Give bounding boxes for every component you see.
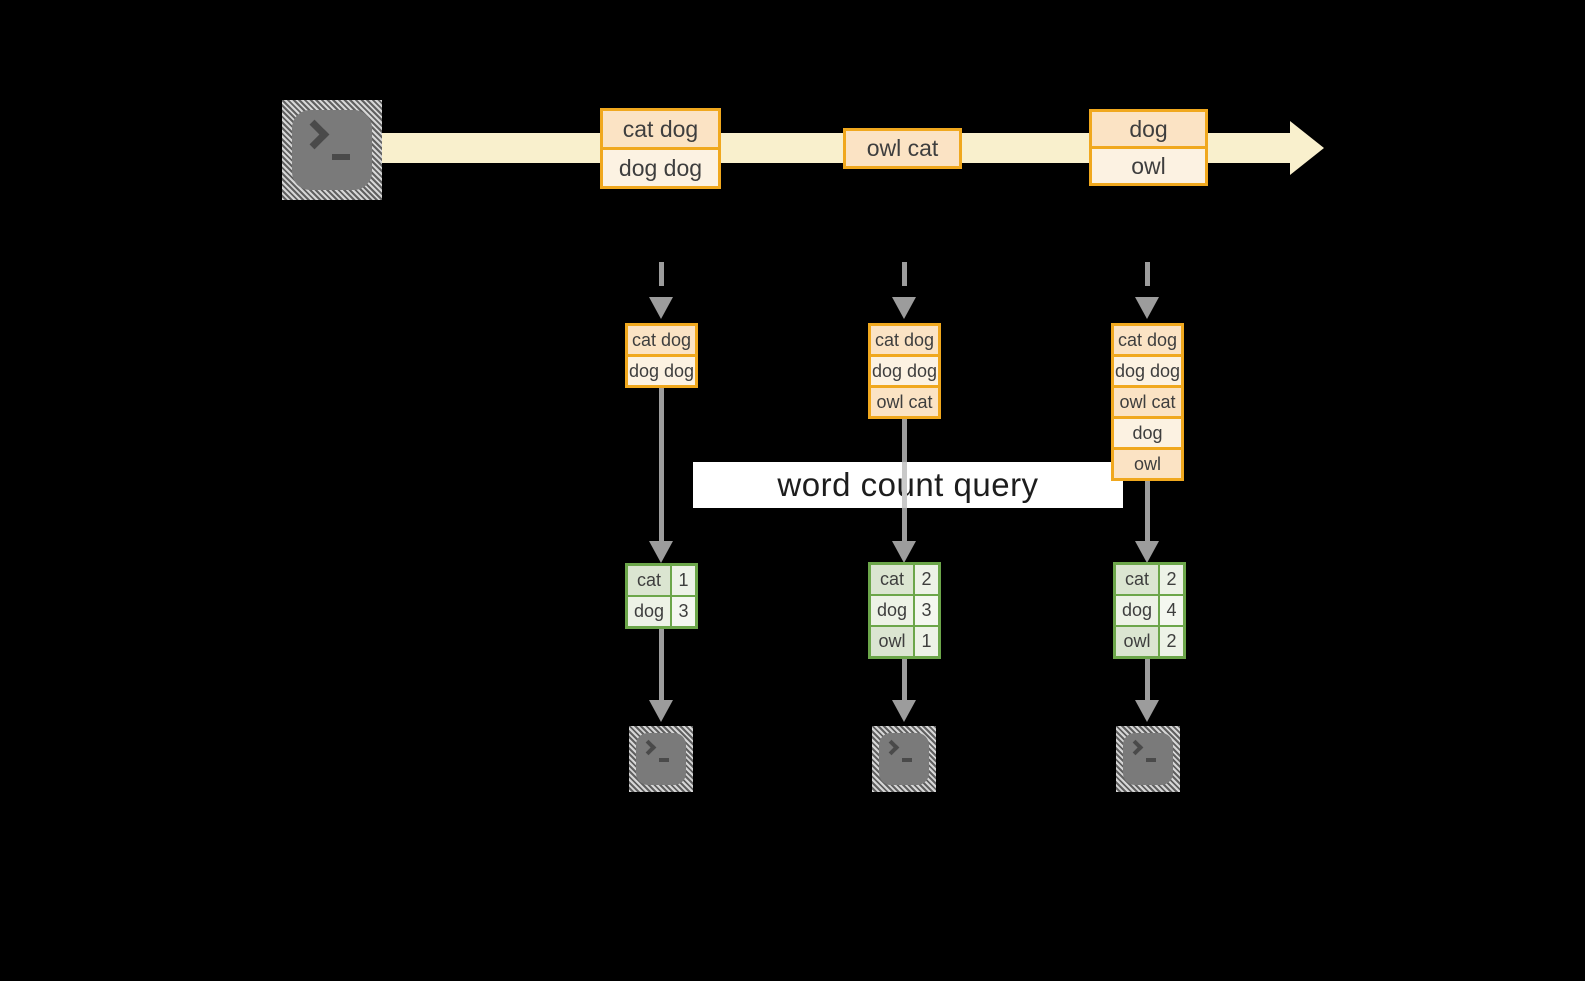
stream-event-box-2: owl cat [843, 128, 962, 169]
count-value: 2 [915, 565, 938, 594]
event-line: dog [1092, 112, 1205, 146]
count-value: 1 [915, 627, 938, 656]
sink-terminal-icon-3 [1116, 726, 1180, 792]
output-arrowhead-1 [649, 700, 673, 722]
event-line: cat dog [603, 111, 718, 147]
count-value: 1 [672, 566, 695, 595]
output-arrowhead-2 [892, 700, 916, 722]
output-arrow-line-1 [659, 629, 664, 701]
event-line: owl cat [846, 131, 959, 166]
prompt-chevron-icon [1127, 739, 1144, 756]
buffer-row: owl [1114, 447, 1181, 478]
count-value: 4 [1160, 596, 1183, 625]
count-word: dog [628, 597, 672, 626]
buffer-row: dog [1114, 416, 1181, 447]
prompt-underscore-icon [659, 758, 669, 762]
count-row: cat 2 [871, 565, 938, 594]
buffer-row: owl cat [871, 385, 938, 416]
buffer-row: cat dog [871, 326, 938, 354]
buffer-row: dog dog [871, 354, 938, 385]
query-arrow-line-3 [1145, 481, 1150, 542]
query-arrow-over-banner [902, 462, 907, 508]
query-label: word count query [777, 466, 1039, 503]
prompt-chevron-icon [883, 739, 900, 756]
query-arrowhead-2 [892, 541, 916, 563]
prompt-underscore-icon [332, 154, 350, 160]
terminal-body [879, 733, 929, 785]
terminal-body [636, 733, 686, 785]
prompt-underscore-icon [902, 758, 912, 762]
source-terminal-icon [282, 100, 382, 200]
stream-event-box-3: dog owl [1089, 109, 1208, 186]
count-value: 3 [672, 597, 695, 626]
count-row: cat 1 [628, 566, 695, 595]
stream-arrowhead-icon [1290, 121, 1324, 175]
stream-event-box-1: cat dog dog dog [600, 108, 721, 189]
prompt-chevron-icon [299, 119, 330, 150]
count-row: cat 2 [1116, 565, 1183, 594]
count-table-1: cat 1 dog 3 [625, 563, 698, 629]
count-word: owl [871, 627, 915, 656]
event-line: owl [1092, 146, 1205, 183]
count-word: dog [1116, 596, 1160, 625]
count-word: cat [1116, 565, 1160, 594]
terminal-body [1123, 733, 1173, 785]
buffer-row: cat dog [628, 326, 695, 354]
count-value: 3 [915, 596, 938, 625]
buffer-row: dog dog [628, 354, 695, 385]
output-arrow-line-3 [1145, 659, 1150, 701]
query-arrowhead-1 [649, 541, 673, 563]
buffer-stack-2: cat dog dog dog owl cat [868, 323, 941, 419]
count-row: owl 1 [871, 625, 938, 656]
ingest-arrowhead-1 [649, 297, 673, 319]
ingest-arrow-dash-3 [1145, 262, 1150, 296]
count-word: cat [628, 566, 672, 595]
query-banner: word count query [693, 462, 1123, 508]
count-row: dog 4 [1116, 594, 1183, 625]
output-arrowhead-3 [1135, 700, 1159, 722]
buffer-stack-1: cat dog dog dog [625, 323, 698, 388]
ingest-arrow-dash-2 [902, 262, 907, 296]
count-table-2: cat 2 dog 3 owl 1 [868, 562, 941, 659]
ingest-arrowhead-2 [892, 297, 916, 319]
sink-terminal-icon-2 [872, 726, 936, 792]
event-line: dog dog [603, 147, 718, 186]
buffer-row: dog dog [1114, 354, 1181, 385]
output-arrow-line-2 [902, 659, 907, 701]
query-arrow-line-1 [659, 388, 664, 542]
count-table-3: cat 2 dog 4 owl 2 [1113, 562, 1186, 659]
count-value: 2 [1160, 627, 1183, 656]
count-value: 2 [1160, 565, 1183, 594]
buffer-row: cat dog [1114, 326, 1181, 354]
prompt-chevron-icon [640, 739, 657, 756]
count-row: owl 2 [1116, 625, 1183, 656]
count-word: owl [1116, 627, 1160, 656]
ingest-arrow-dash-1 [659, 262, 664, 296]
count-row: dog 3 [628, 595, 695, 626]
count-row: dog 3 [871, 594, 938, 625]
sink-terminal-icon-1 [629, 726, 693, 792]
ingest-arrowhead-3 [1135, 297, 1159, 319]
buffer-row: owl cat [1114, 385, 1181, 416]
terminal-body [292, 110, 372, 190]
count-word: cat [871, 565, 915, 594]
prompt-underscore-icon [1146, 758, 1156, 762]
buffer-stack-3: cat dog dog dog owl cat dog owl [1111, 323, 1184, 481]
count-word: dog [871, 596, 915, 625]
query-arrowhead-3 [1135, 541, 1159, 563]
